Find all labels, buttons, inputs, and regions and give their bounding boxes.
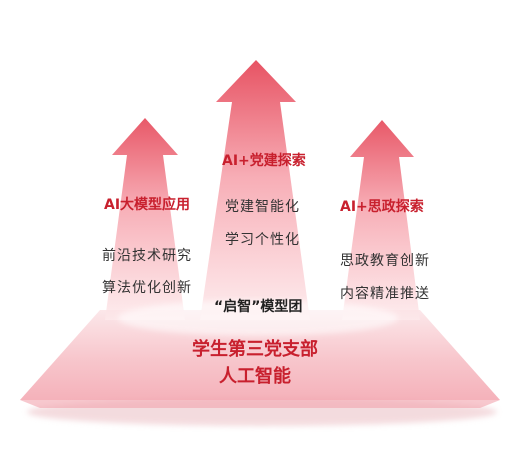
left-title: AI大模型应用 — [104, 197, 191, 213]
left-item-2: 算法优化创新 — [102, 280, 192, 296]
center-glow — [118, 300, 398, 336]
team-name: “启智”模型团 — [214, 299, 303, 315]
left-item-1: 前沿技术研究 — [102, 248, 192, 264]
center-arrow — [200, 60, 310, 320]
pyramid-base-highlight — [20, 400, 500, 408]
left-arrow — [105, 118, 185, 320]
base-line-2: 人工智能 — [219, 366, 291, 387]
right-title: AI+思政探索 — [340, 199, 424, 215]
center-item-2: 学习个性化 — [225, 232, 300, 248]
base-line-1: 学生第三党支部 — [192, 339, 318, 360]
right-arrow — [342, 120, 420, 320]
center-title: AI+党建探索 — [222, 153, 306, 169]
pyramid-base — [20, 310, 500, 400]
right-item-2: 内容精准推送 — [340, 286, 430, 302]
center-item-1: 党建智能化 — [225, 199, 300, 215]
right-item-1: 思政教育创新 — [340, 253, 430, 269]
